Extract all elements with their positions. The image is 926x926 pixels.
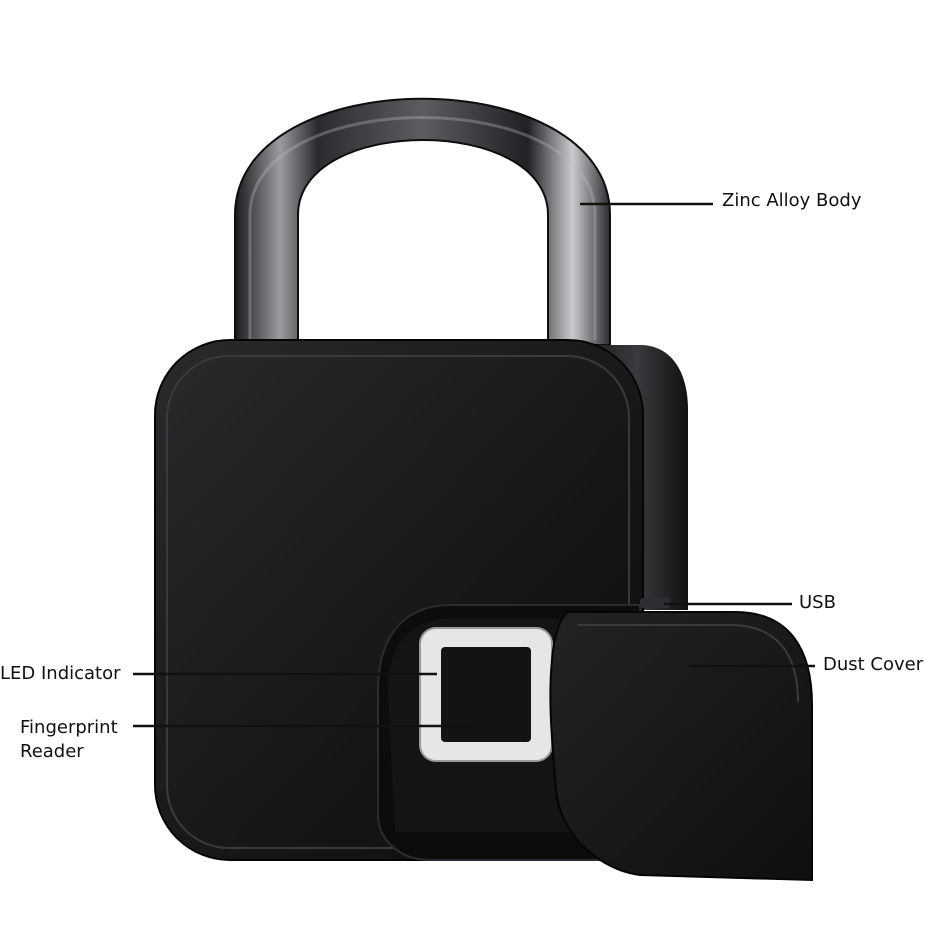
- label-fingerprint-reader: Fingerprint Reader: [20, 716, 150, 764]
- label-dust-cover: Dust Cover: [823, 654, 924, 675]
- label-zinc-alloy-body: Zinc Alloy Body: [722, 190, 862, 211]
- fingerprint-sensor: [441, 647, 531, 742]
- label-fingerprint-reader-line2: Reader: [20, 741, 84, 762]
- dust-cover: [549, 611, 813, 882]
- label-fingerprint-reader-line1: Fingerprint: [20, 717, 118, 738]
- leader-lines: [133, 202, 815, 728]
- shackle: [234, 97, 611, 346]
- label-led-indicator: LED Indicator: [0, 663, 121, 684]
- label-usb: USB: [799, 592, 836, 613]
- usb-port: [640, 598, 670, 608]
